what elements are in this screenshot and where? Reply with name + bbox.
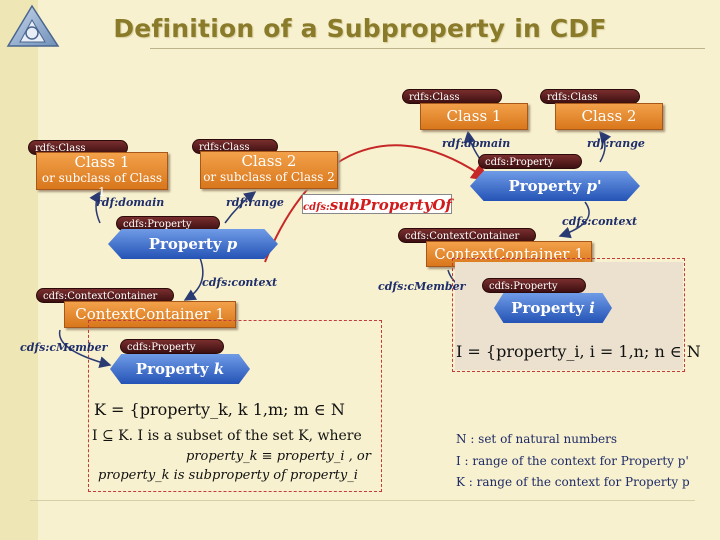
property-var: p' bbox=[586, 177, 602, 195]
class-name: Class 2 bbox=[241, 152, 297, 170]
tag-cdfs-property-k: cdfs:Property bbox=[120, 339, 224, 354]
container-name: ContextContainer 1 bbox=[75, 305, 225, 323]
class-sub: or subclass of Class 2 bbox=[203, 170, 335, 184]
context-range-box-right bbox=[452, 258, 685, 372]
math-subprop: property_k is subproperty of property_i bbox=[98, 468, 358, 483]
math-equiv: property_k ≡ property_i , or bbox=[186, 449, 371, 464]
context-container-left: ContextContainer 1 bbox=[64, 301, 236, 328]
label-context-right: cdfs:context bbox=[562, 215, 638, 228]
logo-icon bbox=[6, 4, 60, 47]
class-name: Class 2 bbox=[581, 107, 637, 125]
subproperty-prefix: cdfs: bbox=[303, 202, 330, 213]
label-context-left: cdfs:context bbox=[202, 276, 278, 289]
tag-cdfs-property-p: cdfs:Property bbox=[116, 216, 220, 231]
context-range-box-left bbox=[88, 320, 382, 492]
tag-rdfs-class-right1: rdfs:Class bbox=[402, 89, 502, 104]
label-domain-right: rdf:domain bbox=[442, 137, 511, 150]
label-cmember-left: cdfs:cMember bbox=[20, 341, 108, 354]
left-stripe bbox=[0, 0, 38, 540]
class-name: Class 1 bbox=[446, 107, 502, 125]
property-i: Property i bbox=[494, 293, 612, 323]
legend-i: I : range of the context for Property p' bbox=[456, 454, 689, 468]
class-box-right-1: Class 1 bbox=[420, 103, 528, 130]
class-box-left-2: Class 2 or subclass of Class 2 bbox=[200, 151, 338, 189]
tag-cdfs-property-right: cdfs:Property bbox=[478, 154, 582, 169]
property-label: Property bbox=[508, 177, 587, 195]
legend-k: K : range of the context for Property p bbox=[456, 475, 690, 489]
label-range-right: rdf:range bbox=[587, 137, 645, 150]
property-k: Property k bbox=[110, 354, 250, 384]
property-p: Property p bbox=[108, 229, 278, 259]
label-cmember-right: cdfs:cMember bbox=[378, 280, 466, 293]
property-var: p bbox=[226, 235, 238, 253]
label-domain-left: rdf:domain bbox=[96, 196, 165, 209]
math-set-i: I = {property_i, i = 1,n; n ∈ N bbox=[456, 342, 701, 361]
page-title: Definition of a Subproperty in CDF bbox=[113, 14, 607, 43]
class-box-left-1: Class 1 or subclass of Class 1 bbox=[36, 152, 168, 199]
property-var: i bbox=[589, 299, 595, 317]
tag-cdfs-property-i: cdfs:Property bbox=[482, 278, 586, 293]
subproperty-name: subPropertyOf bbox=[329, 196, 452, 214]
bottom-divider bbox=[30, 500, 695, 501]
property-p-prime: Property p' bbox=[470, 171, 640, 201]
legend-n: N : set of natural numbers bbox=[456, 432, 618, 446]
tag-rdfs-class-right2: rdfs:Class bbox=[540, 89, 640, 104]
class-box-right-2: Class 2 bbox=[555, 103, 663, 130]
property-var: k bbox=[213, 360, 225, 378]
label-range-left: rdf:range bbox=[226, 196, 284, 209]
class-sub: or subclass of Class 1 bbox=[41, 171, 163, 199]
property-label: Property bbox=[511, 299, 590, 317]
property-label: Property bbox=[135, 360, 214, 378]
subproperty-of-label: cdfs:subPropertyOf bbox=[302, 194, 452, 214]
class-name: Class 1 bbox=[74, 153, 130, 171]
math-set-k: K = {property_k, k 1,m; m ∈ N bbox=[94, 400, 345, 419]
math-subset: I ⊆ K. I is a subset of the set K, where bbox=[92, 428, 362, 444]
property-label: Property bbox=[148, 235, 227, 253]
title-divider bbox=[150, 48, 705, 49]
